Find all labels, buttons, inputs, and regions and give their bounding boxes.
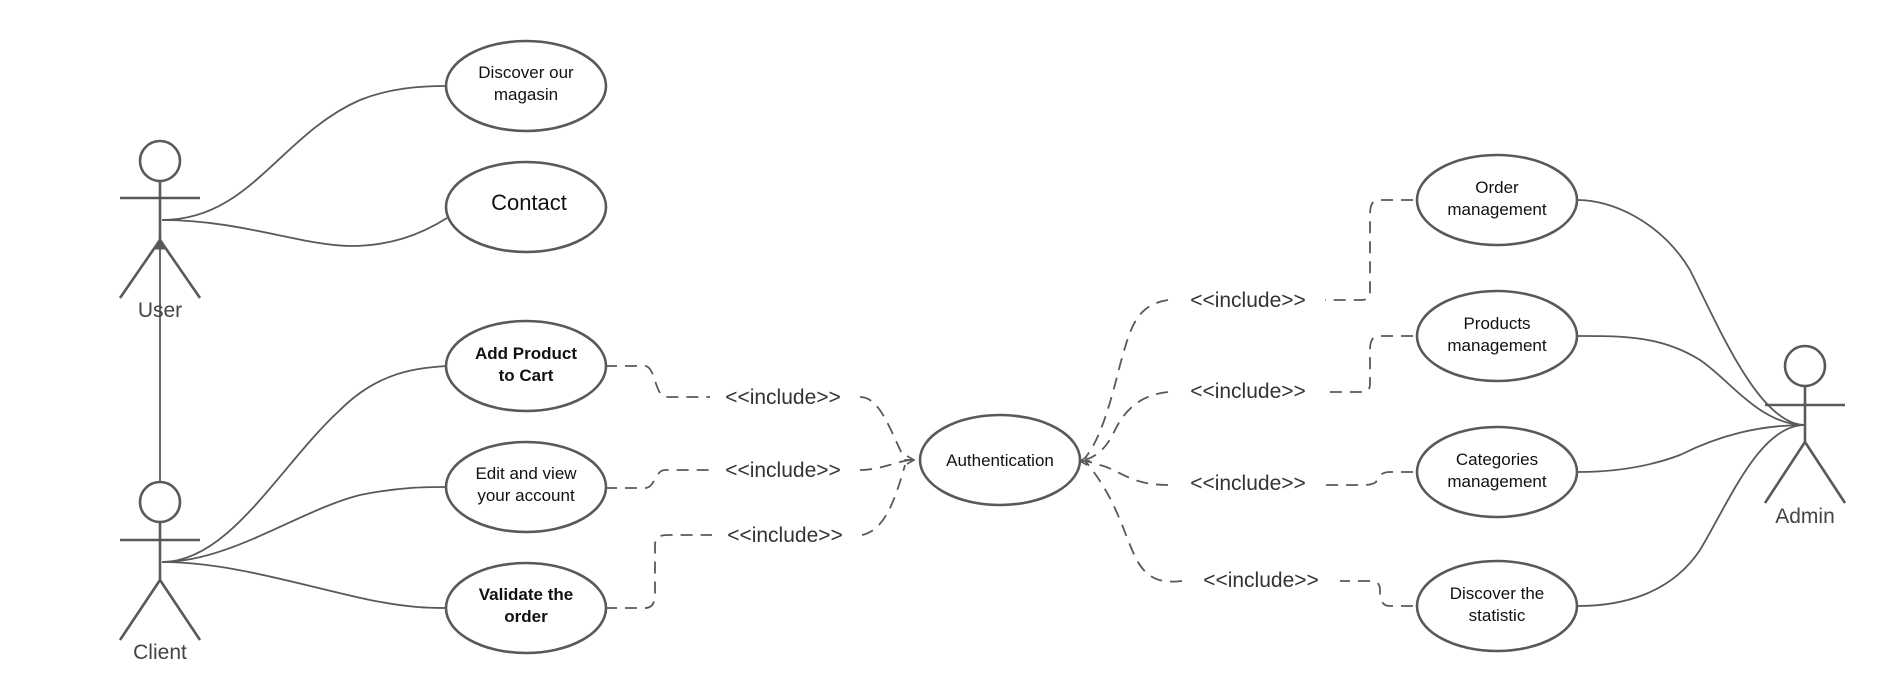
actor-client[interactable]: Client <box>118 480 202 664</box>
use-case-order-management-line1: Order <box>1475 178 1519 197</box>
use-case-add-product-line2: to Cart <box>499 366 554 385</box>
use-case-products-management[interactable]: Products management <box>1415 289 1579 383</box>
include-label-edit-account: <<include>> <box>725 459 841 482</box>
use-case-discover-magasin-line2: magasin <box>494 85 558 104</box>
include-line-products-mgmt <box>1325 335 1413 393</box>
use-case-edit-account[interactable]: Edit and view your account <box>444 440 608 534</box>
use-case-add-product-line1: Add Product <box>475 344 577 363</box>
association-user-discover-magasin <box>161 85 448 221</box>
use-case-discover-statistic[interactable]: Discover the statistic <box>1415 559 1579 653</box>
use-case-add-product[interactable]: Add Product to Cart <box>444 319 608 413</box>
include-line-categories-mgmt <box>1325 471 1413 486</box>
include-line-order-mgmt-to-auth <box>1084 299 1169 459</box>
association-client-validate-order <box>161 561 448 609</box>
use-case-authentication-label: Authentication <box>946 451 1054 470</box>
use-case-validate-order[interactable]: Validate the order <box>444 561 608 655</box>
use-case-products-management-line2: management <box>1447 336 1547 355</box>
use-case-order-management[interactable]: Order management <box>1415 153 1579 247</box>
include-line-add-product <box>605 365 710 398</box>
include-line-order-mgmt <box>1325 199 1413 301</box>
include-label-add-product: <<include>> <box>725 386 841 409</box>
use-case-discover-statistic-line2: statistic <box>1469 606 1526 625</box>
use-case-validate-order-line2: order <box>504 607 548 626</box>
actor-client-label: Client <box>133 641 187 664</box>
use-case-categories-management[interactable]: Categories management <box>1415 425 1579 519</box>
include-labels: <<include>> <<include>> <<include>> <<in… <box>725 289 1319 592</box>
use-case-authentication[interactable]: Authentication <box>918 413 1082 507</box>
association-client-add-product <box>161 365 448 563</box>
include-line-categories-mgmt-to-auth <box>1084 460 1169 486</box>
include-line-add-product-to-auth <box>859 396 906 461</box>
include-line-validate-order <box>605 534 712 609</box>
include-label-validate-order: <<include>> <box>727 524 843 547</box>
include-line-edit-account-to-auth <box>859 459 911 471</box>
use-case-edit-account-line1: Edit and view <box>475 464 577 483</box>
use-case-edit-account-line2: your account <box>477 486 575 505</box>
include-label-categories-mgmt: <<include>> <box>1190 472 1306 495</box>
use-case-contact-label: Contact <box>491 190 567 215</box>
actor-user-label: User <box>138 299 182 322</box>
actor-user[interactable]: User <box>118 139 202 322</box>
use-case-discover-magasin[interactable]: Discover our magasin <box>444 39 608 133</box>
use-case-validate-order-line1: Validate the <box>479 585 573 604</box>
include-line-discover-statistic <box>1340 580 1413 607</box>
actor-client-head <box>138 480 182 524</box>
include-line-edit-account <box>605 469 710 489</box>
actor-admin-head <box>1783 344 1827 388</box>
association-admin-discover-statistic <box>1577 424 1806 607</box>
association-admin-order-management <box>1577 199 1806 426</box>
association-user-contact <box>161 217 448 247</box>
use-case-categories-management-line2: management <box>1447 472 1547 491</box>
include-line-discover-statistic-to-auth <box>1084 460 1183 583</box>
association-admin-categories-management <box>1577 424 1806 473</box>
actor-admin[interactable]: Admin <box>1763 344 1847 528</box>
include-label-order-mgmt: <<include>> <box>1190 289 1306 312</box>
use-case-order-management-line2: management <box>1447 200 1547 219</box>
include-label-products-mgmt: <<include>> <box>1190 380 1306 403</box>
use-case-categories-management-line1: Categories <box>1456 450 1538 469</box>
use-case-contact[interactable]: Contact <box>444 160 608 254</box>
include-line-validate-order-to-auth <box>861 464 906 536</box>
include-connectors <box>605 199 1413 609</box>
association-client-edit-account <box>161 486 448 563</box>
use-case-discover-statistic-line1: Discover the <box>1450 584 1544 603</box>
actor-user-head <box>138 139 182 183</box>
actor-admin-label: Admin <box>1775 505 1835 528</box>
include-line-products-mgmt-to-auth <box>1084 391 1169 461</box>
include-label-discover-statistic: <<include>> <box>1203 569 1319 592</box>
use-case-discover-magasin-line1: Discover our <box>478 63 574 82</box>
use-case-products-management-line1: Products <box>1463 314 1530 333</box>
association-admin-products-management <box>1577 335 1806 426</box>
